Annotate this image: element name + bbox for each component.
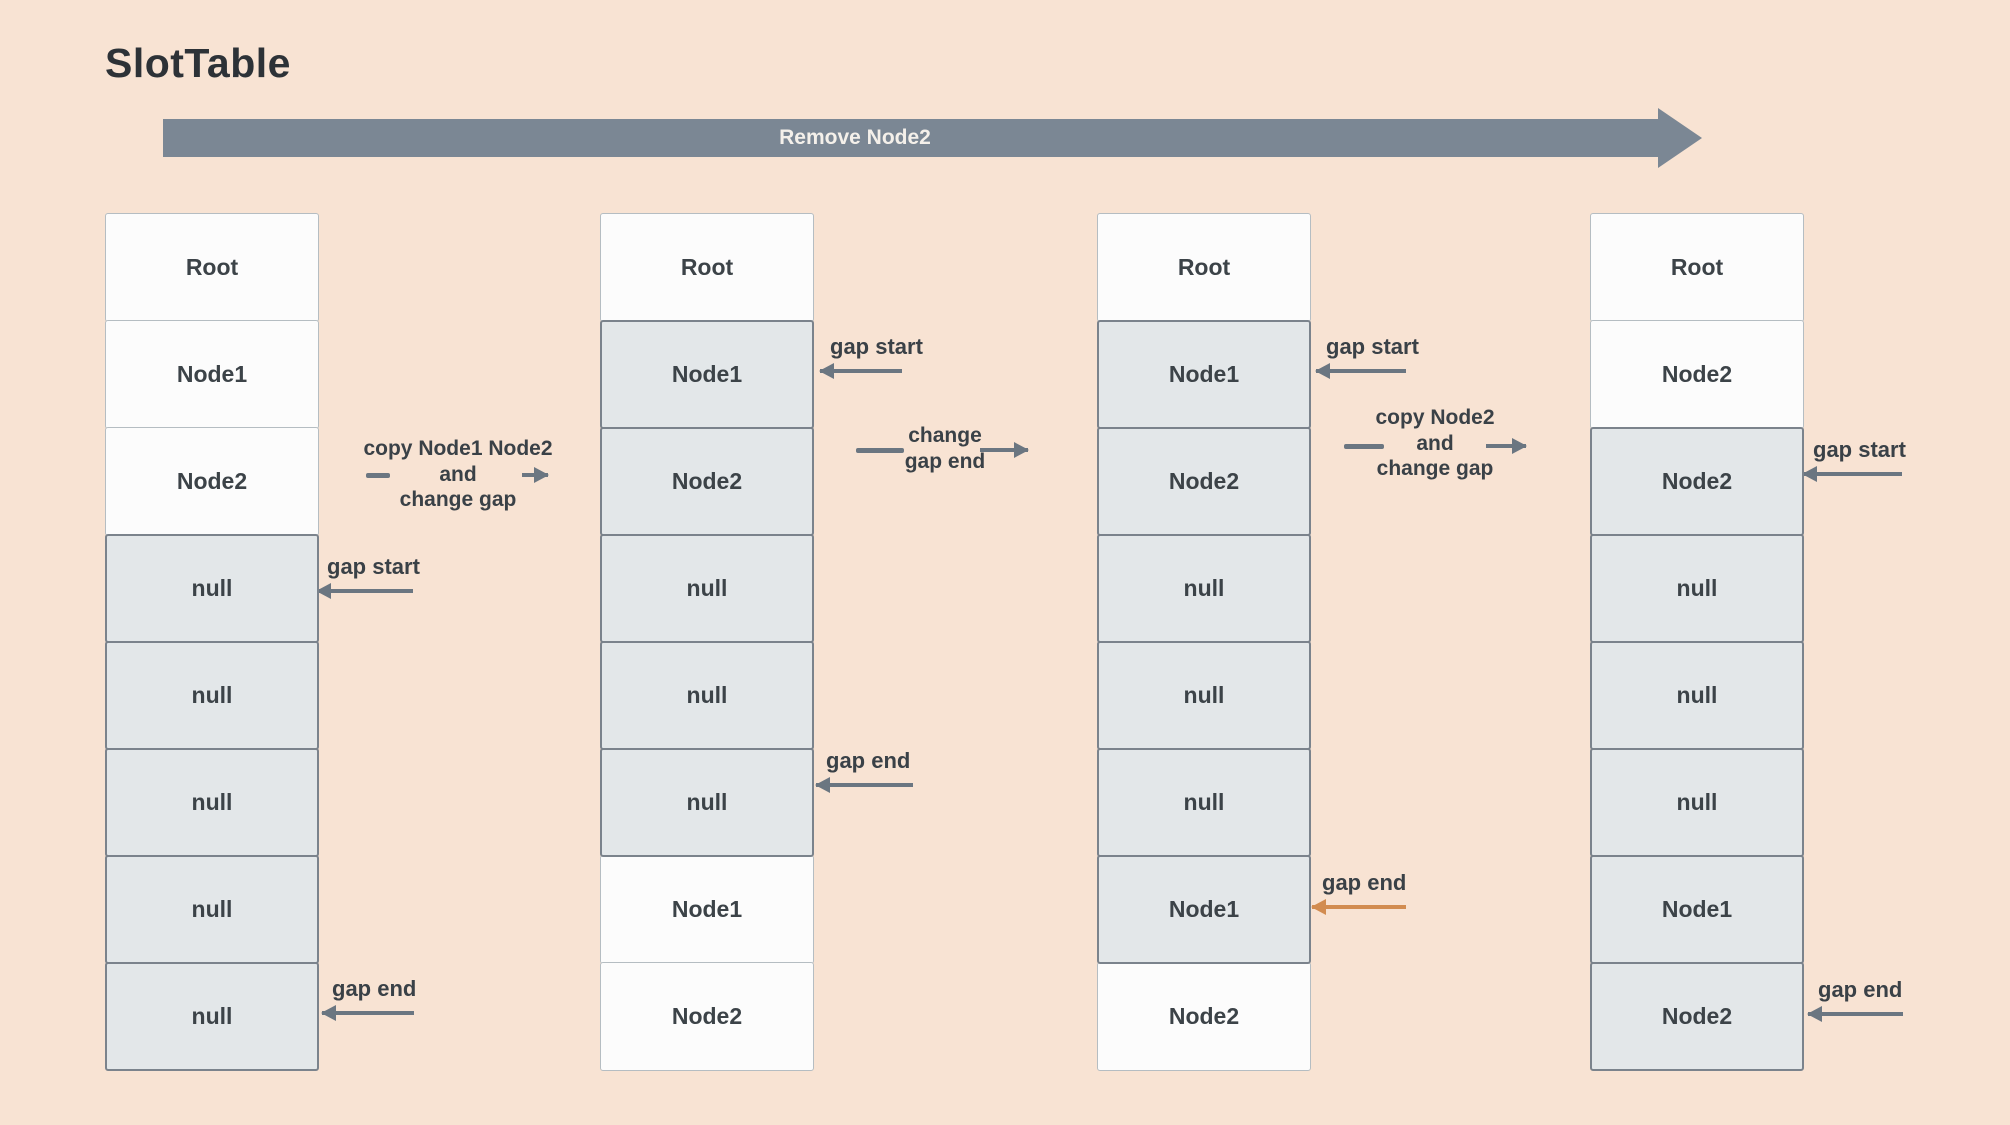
gap-end-label: gap end [1818,977,1903,1002]
arrow-left-icon [1315,363,1406,379]
page-title: SlotTable [105,40,291,86]
arrow-left-icon [1802,466,1902,482]
arrow-left-icon [316,583,413,599]
slot-cell: null [600,748,814,857]
dash-icon [366,473,390,478]
slot-table-column-4: Root Node2 Node2 null null null Node1 No… [1590,213,1804,1071]
slot-cell: Node1 [600,320,814,429]
slot-cell: null [1097,748,1311,857]
slot-cell: Node2 [1097,962,1311,1071]
slot-cell: Node1 [1097,855,1311,964]
arrow-left-icon [815,777,913,793]
annotation-line: and [1416,431,1454,455]
dash-icon [1344,444,1384,449]
slot-cell: null [1590,641,1804,750]
slot-cell: null [105,962,319,1071]
slot-cell: Node2 [1590,962,1804,1071]
annotation-line: gap end [904,449,986,473]
arrow-left-icon [321,1005,414,1021]
annotation-line: copy Node2 [1375,406,1495,429]
banner-label: Remove Node2 [779,126,931,149]
slot-cell: null [1097,641,1311,750]
arrow-right-icon [980,442,1029,458]
annotation-line: and [439,462,477,486]
gap-start-label: gap start [1813,437,1906,462]
dash-icon [856,448,904,453]
slot-cell: Node2 [105,427,319,536]
slot-cell: Root [1590,213,1804,322]
slot-cell: Root [105,213,319,322]
gap-start-marker-col4: gap start [1802,437,1906,482]
gap-end-label: gap end [1322,870,1407,895]
gap-start-label: gap start [1326,334,1419,359]
gap-start-marker-col3: gap start [1315,334,1419,379]
arrow-left-icon [819,363,902,379]
slot-cell: Root [1097,213,1311,322]
arrow-left-icon [1807,1006,1903,1022]
slot-cell: null [105,855,319,964]
annotation-line: change gap [399,488,517,512]
slot-cell: null [600,534,814,643]
slot-table-column-2: Root Node1 Node2 null null null Node1 No… [600,213,814,1071]
arrow-right-icon [1486,438,1527,454]
slot-cell: Root [600,213,814,322]
annotation-copy-node2: copy Node2 and change gap [1335,405,1535,482]
slot-cell: Node2 [1590,320,1804,429]
slot-cell: Node2 [1097,427,1311,536]
gap-start-label: gap start [327,554,420,579]
slot-cell: Node1 [105,320,319,429]
slot-table-column-3: Root Node1 Node2 null null null Node1 No… [1097,213,1311,1071]
gap-start-label: gap start [830,334,923,359]
slot-cell: null [105,748,319,857]
arrow-right-icon [522,467,549,483]
slot-cell: Node1 [1097,320,1311,429]
gap-start-marker-col1: gap start [316,554,420,599]
slot-cell: Node1 [600,855,814,964]
slot-table-column-1: Root Node1 Node2 null null null null nul… [105,213,319,1071]
arrow-left-orange-icon [1311,899,1406,915]
slot-cell: null [600,641,814,750]
gap-end-marker-col4: gap end [1807,977,1903,1022]
slot-cell: Node2 [1590,427,1804,536]
annotation-line: change gap [1376,457,1494,481]
slot-cell: Node2 [600,427,814,536]
slot-cell: Node1 [1590,855,1804,964]
annotation-change-gap-end: change gap end [870,423,1020,474]
slot-cell: null [105,641,319,750]
slot-cell: null [105,534,319,643]
annotation-line: change [908,424,982,447]
annotation-copy-node1-node2: copy Node1 Node2 and change gap [358,436,558,513]
gap-end-marker-col3: gap end [1311,870,1407,915]
gap-start-marker-col2: gap start [819,334,923,379]
slot-cell: null [1590,748,1804,857]
gap-end-marker-col1: gap end [321,976,417,1021]
gap-end-marker-col2: gap end [815,748,913,793]
slot-cell: null [1097,534,1311,643]
slot-cell: Node2 [600,962,814,1071]
slot-cell: null [1590,534,1804,643]
annotation-line: copy Node1 Node2 [363,437,553,460]
remove-node2-arrow-banner: Remove Node2 [163,108,1702,168]
gap-end-label: gap end [332,976,417,1001]
gap-end-label: gap end [826,748,911,773]
